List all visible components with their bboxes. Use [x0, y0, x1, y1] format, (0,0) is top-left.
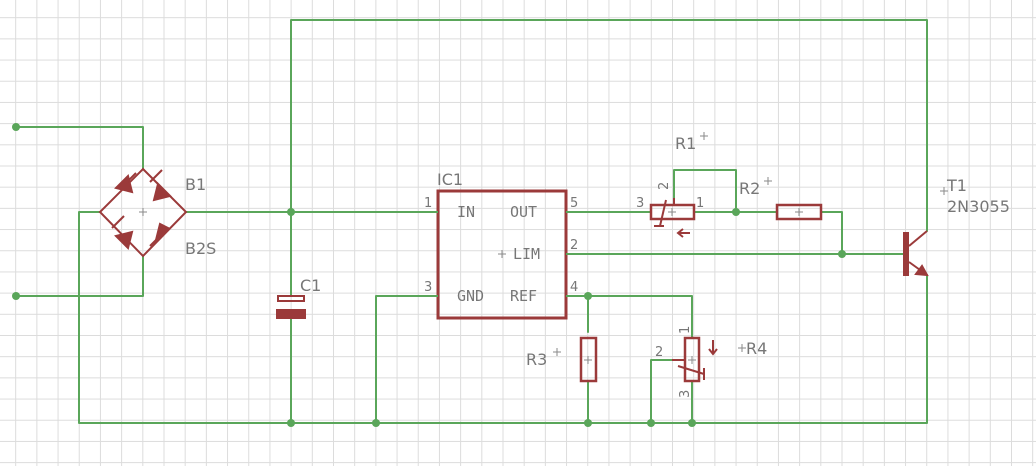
ic1-pin-in-number: 1: [424, 196, 432, 211]
capacitor-plate-minus: [276, 309, 306, 319]
junction-dot: [732, 208, 740, 216]
junction-dot: [838, 250, 846, 258]
r1-body: [649, 203, 696, 221]
junctions: [12, 123, 846, 427]
c1-name-label: C1: [300, 276, 321, 295]
t1-collector: [908, 230, 928, 247]
bridge-value-label: B2S: [185, 239, 216, 258]
ic1-pin-ref-number: 4: [570, 280, 578, 295]
ic1-pin-out-number: 5: [570, 196, 578, 211]
ic1-pin-out-name: OUT: [510, 203, 537, 221]
potentiometer-r1: 3 1 2 R1: [624, 132, 716, 238]
ic1-pin-lim-name: LIM: [513, 245, 540, 263]
junction-dot: [584, 292, 592, 300]
wire-bridge-minus-to-ground: [78, 211, 928, 424]
resistor-r3: R3: [526, 336, 598, 383]
junction-dot: [287, 419, 295, 427]
potentiometer-r4: 1 3 2 R4: [655, 318, 767, 402]
ic1-pin-lim-number: 2: [570, 238, 578, 253]
junction-dot: [287, 208, 295, 216]
r2-name-label: R2: [739, 179, 760, 198]
r4-pin-wiper-number: 2: [655, 345, 663, 360]
t1-emitter-arrow-icon: [914, 264, 929, 277]
r3-body: [579, 336, 598, 383]
junction-dot: [647, 419, 655, 427]
wire-r2-to-base: [820, 211, 843, 255]
t1-value-label: 2N3055: [947, 197, 1010, 216]
r1-pin-wiper-number: 2: [657, 182, 672, 190]
terminal-ac-top: [12, 123, 20, 131]
wire-top-rail: [290, 19, 928, 232]
ic1-name-label: IC1: [437, 170, 463, 189]
ic1-pin-ref-name: REF: [510, 287, 537, 305]
r1-name-label: R1: [675, 134, 696, 153]
diode-icon: [149, 169, 172, 202]
r2-body: [775, 203, 823, 221]
junction-dot: [688, 419, 696, 427]
wire-ic-ref: [565, 295, 693, 319]
ic1-regulator: IC1 1 IN 5 OUT 2 LIM 3 GND 4 REF: [420, 170, 584, 320]
r4-name-label: R4: [746, 339, 767, 358]
wire-ac-input-top: [15, 126, 144, 170]
wire-ic-gnd: [375, 295, 421, 424]
diode-icon: [149, 222, 170, 247]
bridge-name-label: B1: [185, 175, 206, 194]
wire-r4-wiper: [650, 359, 673, 424]
wires: [15, 19, 928, 424]
arrow-down-icon: [708, 340, 718, 356]
resistor-r2: R2: [739, 177, 823, 221]
ic1-pin-in-name: IN: [457, 203, 475, 221]
r1-trim-line: [659, 199, 667, 227]
wire-r1-wiper: [673, 169, 737, 213]
t1-name-label: T1: [946, 176, 967, 195]
r4-pin-b-number: 3: [678, 390, 693, 398]
capacitor-plate-plus: [277, 295, 305, 302]
ic1-pin-gnd-number: 3: [424, 280, 432, 295]
arrow-left-icon: [676, 228, 690, 238]
terminal-ac-bottom: [12, 292, 20, 300]
bridge-rectifier: B1 B2S: [98, 167, 216, 258]
capacitor-c1: C1: [276, 276, 321, 319]
r3-name-label: R3: [526, 350, 547, 369]
diode-icon: [114, 172, 137, 194]
junction-dot: [584, 419, 592, 427]
ic1-pin-gnd-name: GND: [457, 287, 484, 305]
bridge-outline: [98, 167, 188, 258]
r1-pin-b-number: 1: [696, 196, 704, 211]
transistor-t1: T1 2N3055: [884, 176, 1010, 277]
r4-pin-a-number: 1: [678, 326, 693, 334]
r1-pin-a-number: 3: [636, 196, 644, 211]
r4-trim-line: [677, 365, 705, 375]
wire-ac-input-bottom: [15, 255, 144, 297]
diode-icon: [111, 215, 134, 250]
junction-dot: [372, 419, 380, 427]
